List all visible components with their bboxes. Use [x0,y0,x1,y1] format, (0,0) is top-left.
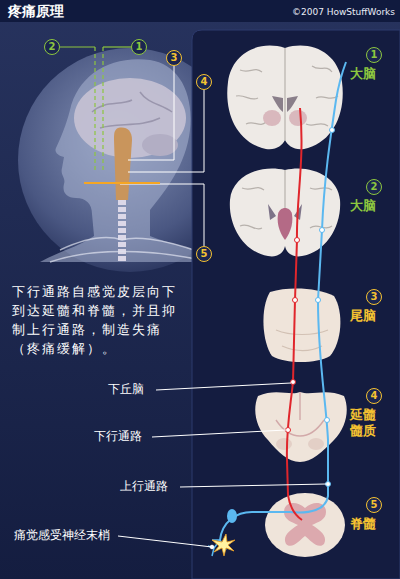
brainstem [114,128,132,201]
part-label: 上行通路 [120,479,168,493]
level-mark [84,182,160,184]
nerve-ending [208,534,235,556]
spinal-cord-slice [265,493,345,557]
pons-slice [263,289,340,362]
part-label: 痛觉感受神经末梢 [14,528,110,542]
callout-number: 2 [44,39,60,55]
section-name: 大脑 [350,66,376,82]
ascending-pathway [220,62,346,540]
title-bar [0,0,400,22]
callout-number: 3 [366,289,382,305]
callout-number: 1 [131,39,147,55]
leader-lines [118,383,326,549]
ganglion [227,509,237,523]
section-name: 大脑 [350,198,376,214]
callout-number: 5 [196,246,212,262]
spine [118,200,126,262]
descending-pathway [287,108,302,520]
right-panel [192,30,400,579]
section-name: 尾脑 [350,308,376,324]
copyright-note: ©2007 HowStuffWorks [292,7,395,18]
brain-slice-1 [227,46,343,150]
callout-number: 5 [366,497,382,513]
part-label: 下行通路 [94,429,142,443]
callout-number: 3 [166,50,182,66]
part-label: 下丘脑 [108,382,144,396]
section-name: 延髓髓质 [350,407,376,440]
diagram-title: 疼痛原理 [8,3,64,20]
callout-number: 4 [366,388,382,404]
section-name: 脊髓 [350,516,376,532]
callout-number: 4 [196,74,212,90]
callout-number: 2 [366,179,382,195]
medulla-slice [255,392,347,462]
description-text: 下行通路自感觉皮层向下到达延髓和脊髓，并且抑制上行通路，制造失痛（疼痛缓解）。 [12,282,190,358]
callout-number: 1 [366,47,382,63]
